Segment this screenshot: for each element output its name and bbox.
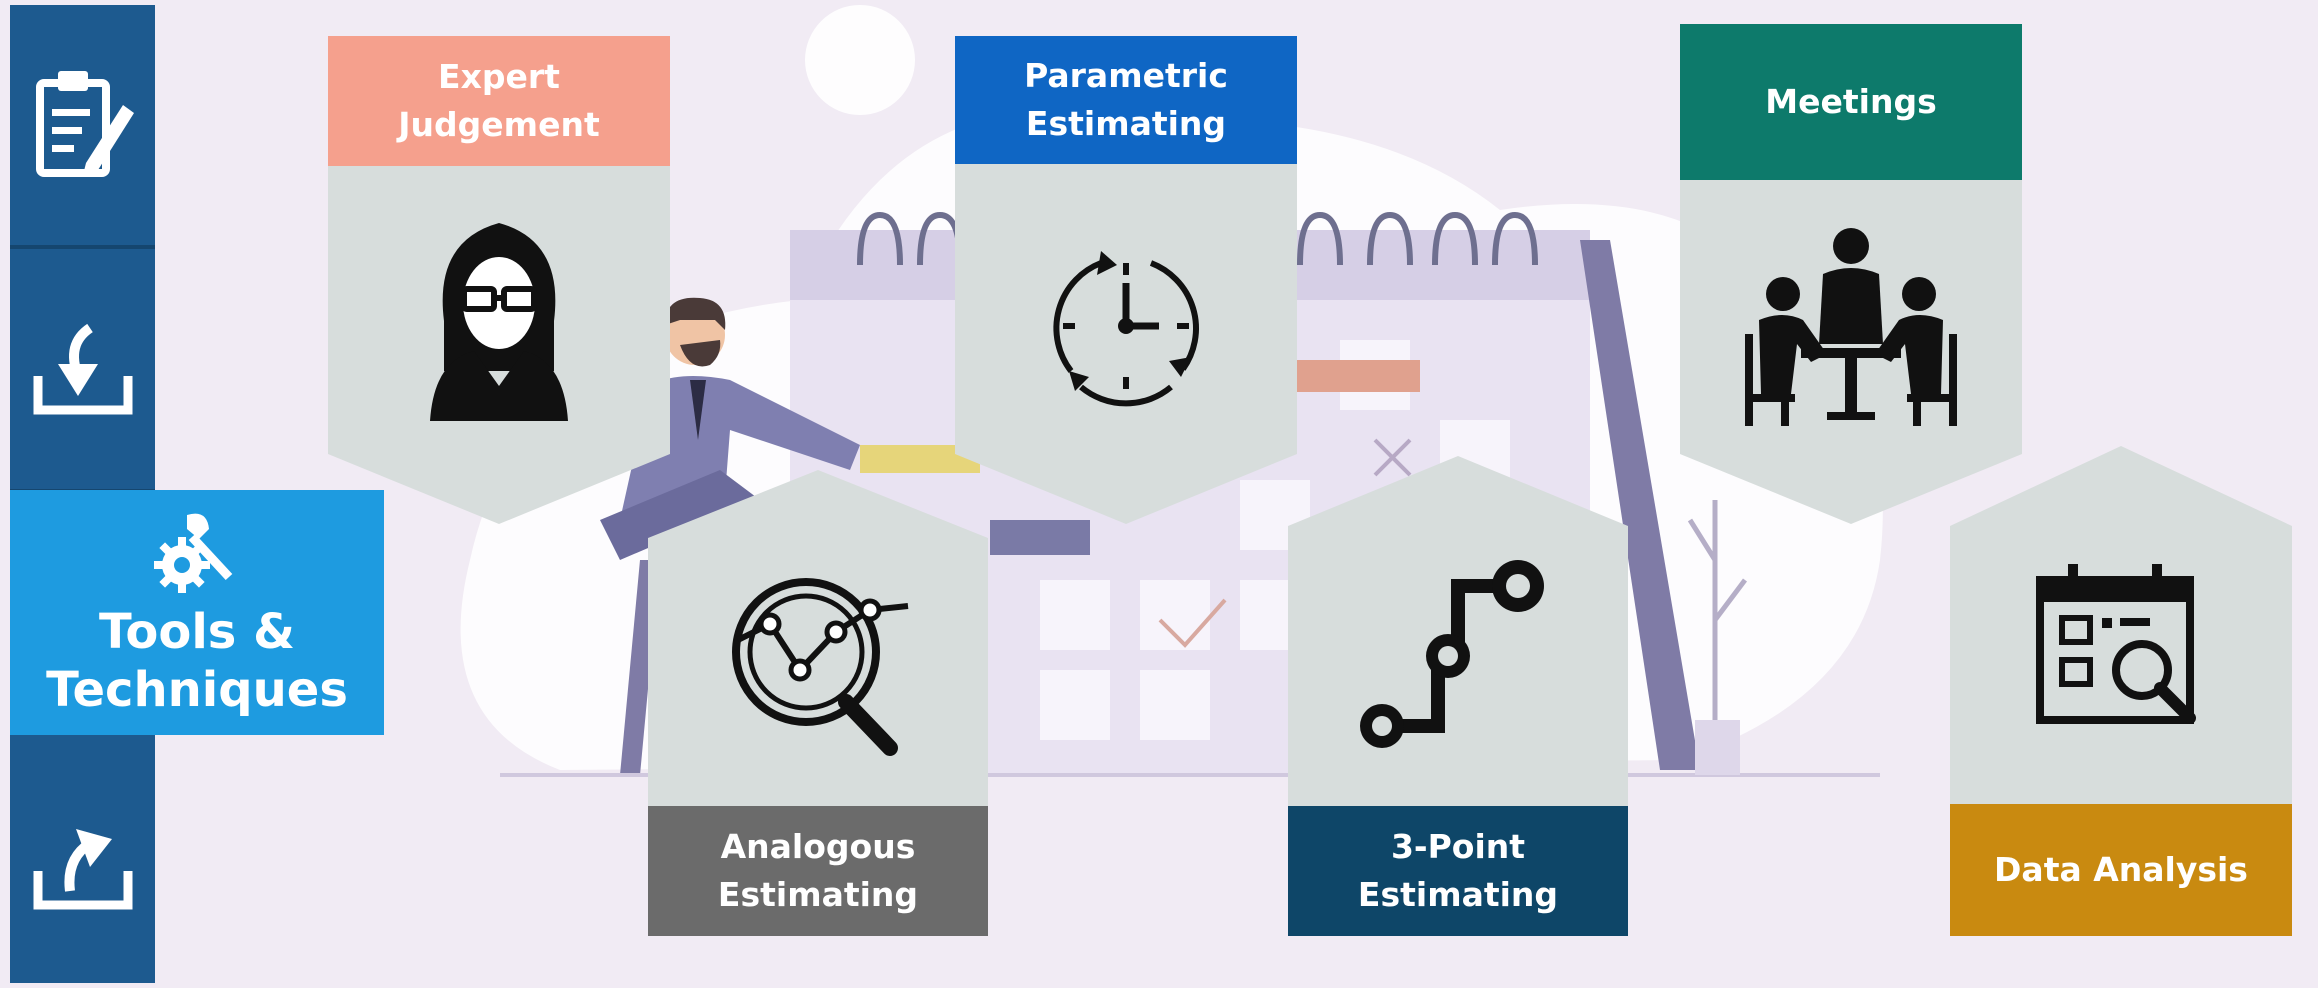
board-note [990,520,1090,555]
plant [1687,500,1747,720]
card-title: Meetings [1765,82,1937,121]
plant-pot [1695,720,1740,775]
card-title: Parametric Estimating [1024,56,1228,143]
woman-with-glasses-icon [430,223,568,421]
magnifier-trend-icon [732,578,909,756]
clock-cycle-icon [1053,251,1199,407]
sidebar-divider [10,245,155,249]
card-expert-judgement: Expert Judgement [328,36,670,524]
card-data-analysis: Data Analysis [1950,446,2292,936]
sidebar-item-tools-techniques[interactable]: Tools & Techniques [10,490,384,735]
calendar-rings [857,211,1538,266]
calendar-search-icon [2036,564,2196,724]
sidebar-item-label: Tools & Techniques [46,603,348,718]
card-body-shape [955,36,1297,524]
card-3-point-estimating: 3-Point Estimating [1288,456,1628,936]
download-tray-icon [33,323,132,415]
sidebar-item-inputs[interactable] [10,249,155,489]
board-pin [1295,360,1420,392]
card-title: Expert Judgement [398,57,600,144]
background-circle [805,5,915,115]
sidebar-item-outputs[interactable] [10,745,155,983]
card-title: Data Analysis [1994,850,2248,889]
check-mark [1158,598,1227,648]
sidebar-item-planning[interactable] [10,5,155,245]
businessman [600,297,980,560]
card-body-shape [648,470,988,936]
meeting-table-icon [1745,228,1957,426]
card-title: Analogous Estimating [717,827,919,914]
card-meetings: Meetings [1680,24,2022,524]
board-stand [1580,240,1700,770]
card-title: 3-Point Estimating [1357,827,1559,914]
card-parametric-estimating: Parametric Estimating [955,36,1297,524]
three-point-path-icon [1360,560,1544,748]
tools-icon [154,513,233,593]
upload-tray-icon [33,829,132,910]
cross-mark [1373,438,1412,477]
clipboard-edit-icon [35,71,134,177]
card-analogous-estimating: Analogous Estimating [648,470,988,936]
